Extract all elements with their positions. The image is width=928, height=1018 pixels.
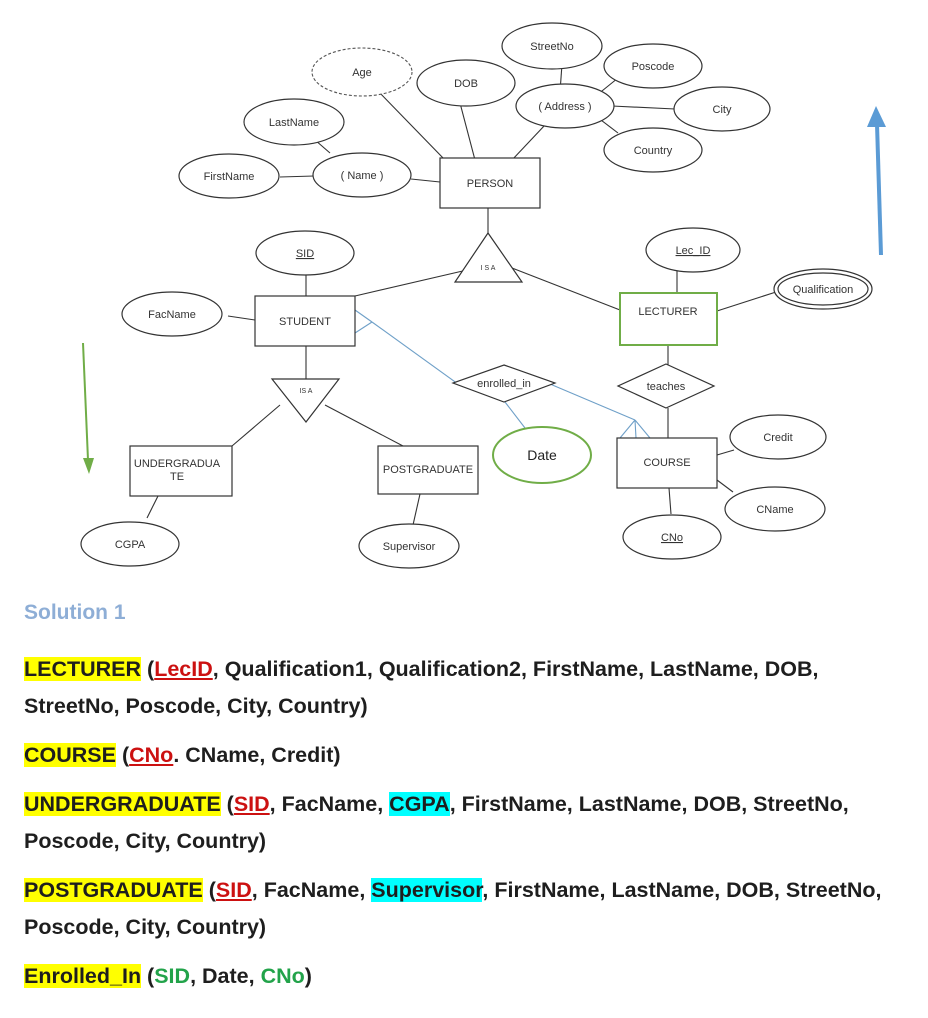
relation-lecturer: LECTURER (LecID, Qualification1, Qualifi…	[24, 657, 819, 718]
foreign-key: SID	[154, 964, 191, 988]
attribute-country: Country	[603, 127, 703, 173]
svg-text:DOB: DOB	[454, 78, 478, 90]
relation-name: UNDERGRADUATE	[24, 792, 221, 816]
entity-postgraduate: POSTGRADUATE	[377, 445, 479, 495]
svg-text:Poscode: Poscode	[632, 61, 675, 73]
svg-text:FacName: FacName	[148, 309, 196, 321]
svg-text:FirstName: FirstName	[204, 171, 255, 183]
svg-text:Supervisor: Supervisor	[383, 541, 436, 553]
svg-text:IS A: IS A	[300, 388, 313, 395]
entity-undergraduate: UNDERGRADUA TE	[129, 445, 233, 497]
attribute-dob: DOB	[416, 59, 516, 107]
relationship-teaches: teaches	[616, 363, 716, 409]
specific-attribute: CGPA	[389, 792, 450, 816]
entity-course: COURSE	[616, 437, 718, 489]
attribute-street-no: StreetNo	[501, 22, 603, 70]
svg-text:CGPA: CGPA	[115, 539, 146, 551]
svg-text:( Address ): ( Address )	[538, 101, 591, 113]
attribute-first-name: FirstName	[178, 153, 280, 199]
attribute-fac-name: FacName	[121, 291, 223, 337]
isa-triangle-student: IS A	[270, 378, 341, 423]
svg-text:COURSE: COURSE	[643, 457, 690, 469]
attribute-qualification: Qualification	[773, 268, 873, 310]
attribute-lec-id: Lec_ID	[645, 227, 741, 273]
relation-postgraduate: POSTGRADUATE (SID, FacName, Supervisor, …	[24, 878, 882, 939]
svg-text:City: City	[713, 104, 732, 116]
connector-lines	[146, 63, 777, 526]
attribute-last-name: LastName	[243, 98, 345, 146]
attribute-name: ( Name )	[312, 152, 412, 198]
entity-student: STUDENT	[254, 295, 356, 347]
attribute-cno: CNo	[622, 514, 722, 560]
svg-text:POSTGRADUATE: POSTGRADUATE	[383, 464, 473, 476]
primary-key: LecID	[154, 657, 213, 681]
attribute-age: Age	[311, 47, 413, 97]
svg-text:LastName: LastName	[269, 117, 319, 129]
svg-text:Date: Date	[527, 447, 557, 463]
specific-attribute: Supervisor	[371, 878, 483, 902]
entity-lecturer: LECTURER	[619, 292, 718, 346]
solution-relations: LECTURER (LecID, Qualification1, Qualifi…	[24, 651, 914, 1007]
relation-name: Enrolled_In	[24, 964, 142, 988]
svg-text:Qualification: Qualification	[793, 284, 854, 296]
attribute-city: City	[673, 86, 771, 132]
svg-text:Age: Age	[352, 67, 372, 79]
attribute-supervisor: Supervisor	[358, 523, 460, 569]
svg-text:enrolled_in: enrolled_in	[477, 378, 531, 390]
relation-course: COURSE (CNo. CName, Credit)	[24, 743, 341, 767]
enrolled-in-lines	[354, 309, 651, 439]
relation-enrolled-in: Enrolled_In (SID, Date, CNo)	[24, 964, 312, 988]
svg-text:TE: TE	[170, 471, 184, 483]
svg-text:Credit: Credit	[763, 432, 792, 444]
er-diagram: PERSON STUDENT LECTURER UNDERGRADUA TE P…	[80, 22, 886, 569]
svg-text:I S A: I S A	[481, 265, 496, 272]
down-arrow-icon	[82, 342, 94, 474]
relationship-enrolled-in: enrolled_in	[451, 364, 557, 403]
attribute-cgpa: CGPA	[80, 521, 180, 567]
svg-text:LECTURER: LECTURER	[638, 306, 697, 318]
attribute-credit: Credit	[729, 414, 827, 460]
relation-name: POSTGRADUATE	[24, 878, 203, 902]
svg-text:CName: CName	[756, 504, 793, 516]
primary-key: CNo	[129, 743, 174, 767]
relation-name: LECTURER	[24, 657, 142, 681]
attribute-date: Date	[492, 426, 592, 484]
primary-key: SID	[215, 878, 252, 902]
svg-text:SID: SID	[296, 248, 314, 260]
isa-triangle-person: I S A	[453, 231, 524, 283]
attribute-poscode: Poscode	[603, 43, 703, 89]
svg-text:teaches: teaches	[647, 381, 686, 393]
entity-person: PERSON	[439, 157, 541, 209]
relation-undergraduate: UNDERGRADUATE (SID, FacName, CGPA, First…	[24, 792, 849, 853]
attribute-sid: SID	[255, 230, 355, 276]
svg-text:PERSON: PERSON	[467, 178, 514, 190]
relation-name: COURSE	[24, 743, 116, 767]
svg-text:( Name ): ( Name )	[341, 170, 384, 182]
attribute-cname: CName	[724, 486, 826, 532]
svg-text:StreetNo: StreetNo	[530, 41, 573, 53]
attribute-address: ( Address )	[515, 83, 615, 129]
svg-text:UNDERGRADUA: UNDERGRADUA	[134, 458, 221, 470]
up-arrow-icon	[867, 106, 886, 256]
svg-text:Country: Country	[634, 145, 673, 157]
svg-text:STUDENT: STUDENT	[279, 316, 331, 328]
solution-heading: Solution 1	[24, 601, 126, 624]
svg-text:CNo: CNo	[661, 532, 683, 544]
primary-key: SID	[233, 792, 270, 816]
svg-text:Lec_ID: Lec_ID	[676, 245, 711, 257]
foreign-key: CNo	[260, 964, 305, 988]
